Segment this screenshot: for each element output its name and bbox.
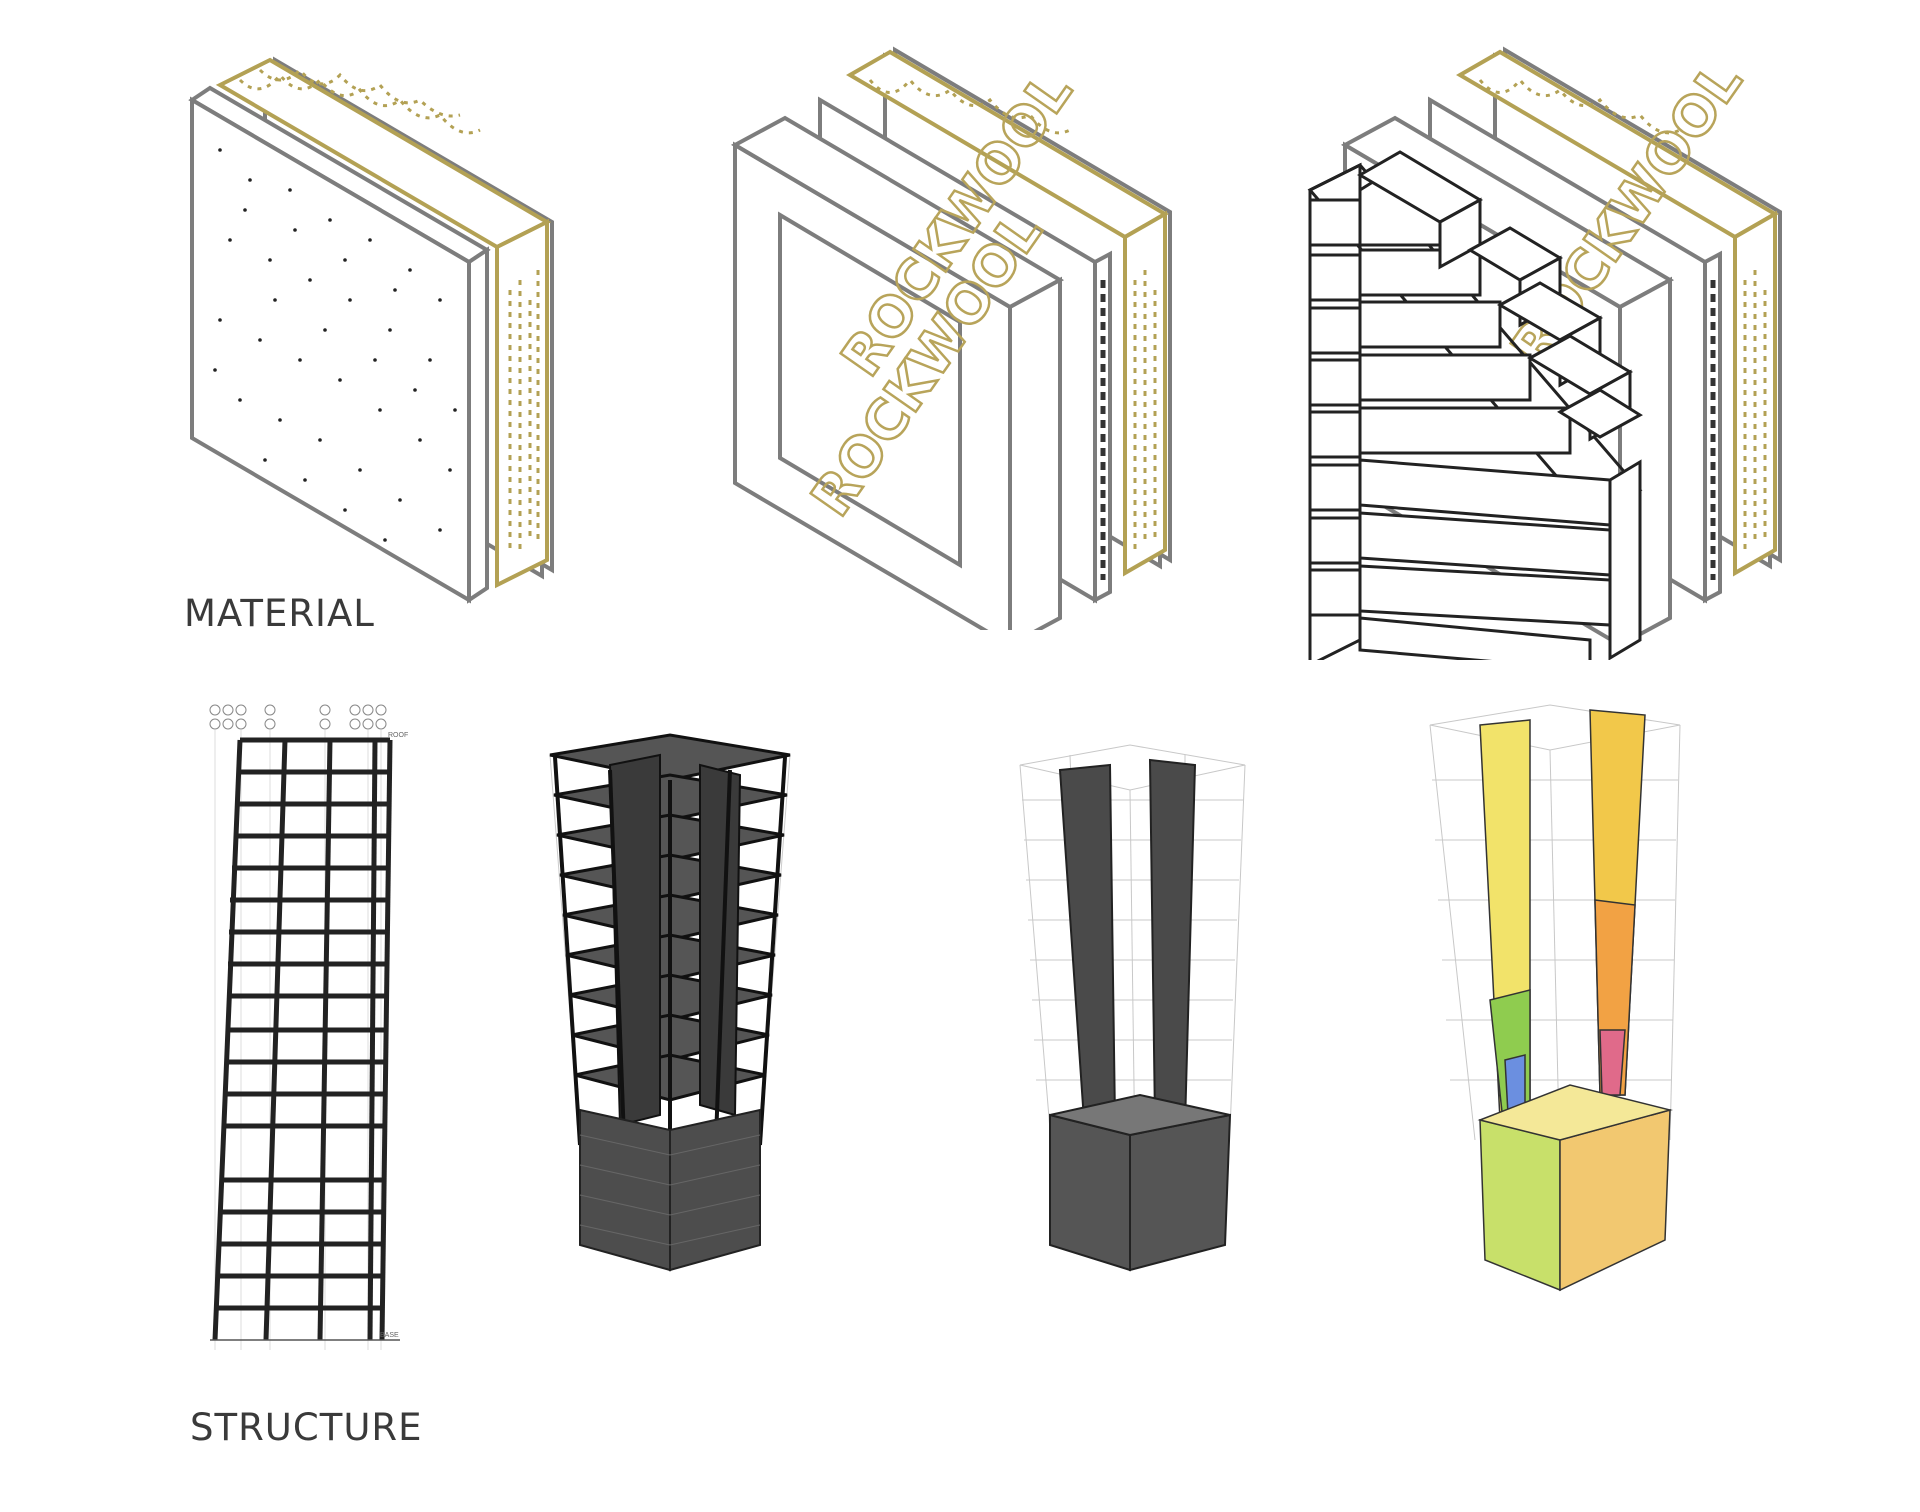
roof-level-label: ROOF xyxy=(388,732,408,739)
material-panel-3: ROCKWOOL xyxy=(1300,40,1820,660)
frame-members xyxy=(212,737,393,1341)
material-panel-1 xyxy=(180,40,600,610)
brick-wall xyxy=(1307,150,1643,660)
podium-base xyxy=(579,1108,761,1272)
frame-elevation: ROOF BASE xyxy=(200,700,420,1360)
stress-core-left xyxy=(1479,719,1531,1152)
core-walls xyxy=(608,753,742,1127)
core-base xyxy=(1049,1093,1232,1272)
plaster-texture xyxy=(213,148,457,542)
material-panel-2: ROCKWOOL ROCKWOOL xyxy=(720,40,1190,630)
section-label-structure: STRUCTURE xyxy=(190,1406,423,1449)
stress-core-right xyxy=(1589,709,1646,1096)
base-level-label: BASE xyxy=(380,1332,399,1339)
section-label-material: MATERIAL xyxy=(184,592,375,635)
core-wall-shafts xyxy=(1058,758,1197,1137)
stress-analysis-model xyxy=(1420,700,1720,1320)
stress-base xyxy=(1477,1084,1673,1292)
frame-3d-model xyxy=(540,725,820,1295)
grid-bubbles xyxy=(209,704,387,730)
core-walls-model xyxy=(1010,740,1270,1310)
